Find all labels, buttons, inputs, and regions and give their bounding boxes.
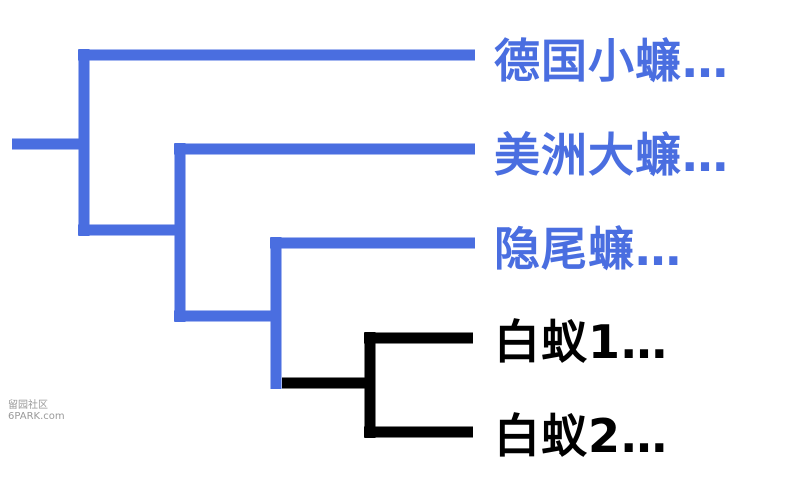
- watermark-line-2: 6PARK.com: [8, 411, 65, 422]
- watermark-line-1: 留园社区: [8, 400, 48, 411]
- leaf-label-termite-2: 白蚁2…: [494, 409, 669, 463]
- leaf-label-american-cockroach: 美洲大蠊…: [494, 128, 729, 182]
- black-branches: [282, 332, 473, 438]
- watermark: 留园社区 6PARK.com: [8, 400, 65, 422]
- leaf-label-german-cockroach: 德国小蠊…: [494, 34, 729, 88]
- blue-branches: [12, 49, 475, 389]
- leaf-label-cryptocercus: 隐尾蠊…: [494, 222, 682, 276]
- leaf-label-termite-1: 白蚁1…: [494, 315, 669, 369]
